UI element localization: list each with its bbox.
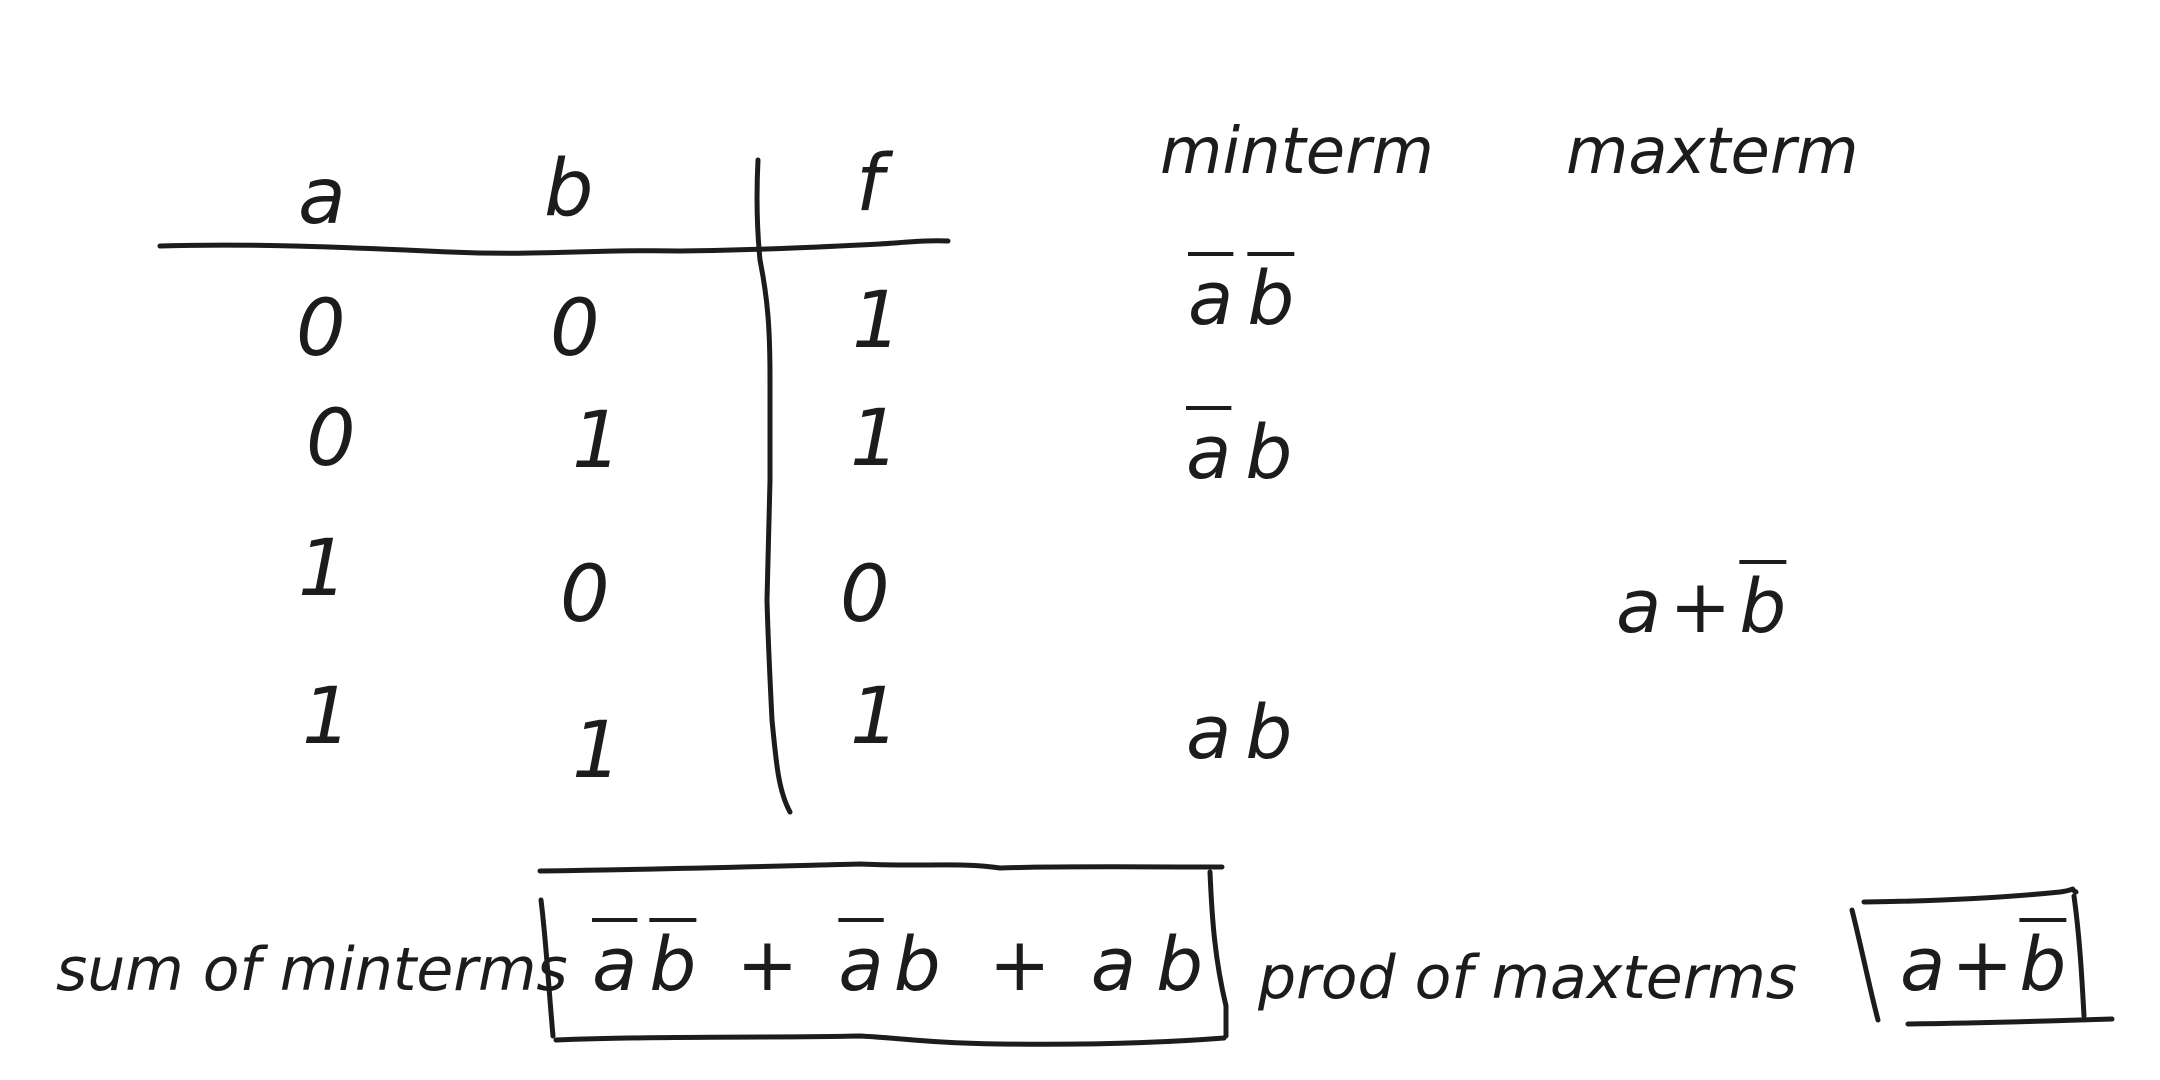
row4-f: 1 [850, 672, 900, 762]
sum-term1-a: a [592, 922, 638, 1008]
sum-box-top [537, 861, 1225, 874]
prod-box-bottom [1905, 1016, 2115, 1027]
prod-plus: + [1951, 922, 2014, 1008]
minterm-row1-a: a [1188, 256, 1234, 342]
sum-term2-b: b [893, 922, 941, 1008]
row1-f: 1 [852, 276, 902, 366]
sum-term2-a: a [838, 922, 884, 1008]
minterm-row2-a: a [1186, 410, 1232, 496]
sum-term3-a: a [1090, 922, 1137, 1008]
minterm-heading: minterm [1160, 115, 1434, 189]
header-b: b [544, 144, 594, 234]
row4-b: 1 [572, 706, 622, 796]
minterm-row4-b: b [1245, 690, 1293, 776]
prod-box-right [2071, 893, 2087, 1019]
maxterm-row3-a: a [1616, 564, 1662, 650]
maxterm-heading: maxterm [1566, 115, 1859, 189]
sum-term3-b: b [1156, 922, 1204, 1008]
row3-a: 1 [298, 524, 348, 614]
row1-b: 0 [550, 284, 600, 374]
sum-box-right [1207, 869, 1229, 1039]
sum-box-bottom [553, 1033, 1227, 1047]
maxterm-row3-plus: + [1669, 564, 1732, 650]
prod-box-left [1849, 907, 1881, 1023]
minterm-row4-a: a [1186, 690, 1232, 776]
maxterm-row3: a+b [1616, 570, 1786, 644]
row2-a: 0 [306, 394, 356, 484]
minterm-row1-b: b [1247, 256, 1295, 342]
table-header-rule [157, 238, 951, 256]
prod-a: a [1900, 922, 1946, 1008]
minterm-row2-b: b [1245, 410, 1293, 496]
header-f: f [856, 139, 884, 229]
row3-b: 0 [560, 550, 610, 640]
header-a: a [298, 152, 346, 242]
sum-of-minterms-label: sum of minterms [56, 935, 568, 1005]
row2-b: 1 [572, 396, 622, 486]
prod-b: b [2019, 922, 2067, 1008]
maxterm-row3-b: b [1739, 564, 1787, 650]
table-output-divider [754, 157, 793, 815]
sum-plus1: + [736, 922, 799, 1008]
prod-of-maxterms-label: prod of maxterms [1258, 943, 1798, 1013]
prod-box-top [1861, 886, 2079, 905]
row1-a: 0 [296, 284, 346, 374]
sum-box-left [538, 897, 556, 1039]
sum-term1-b: b [649, 922, 697, 1008]
prod-of-maxterms-expression: a+b [1900, 928, 2066, 1002]
sum-plus2: + [988, 922, 1051, 1008]
row3-f: 0 [840, 550, 890, 640]
row2-f: 1 [850, 394, 900, 484]
row4-a: 1 [302, 672, 352, 762]
